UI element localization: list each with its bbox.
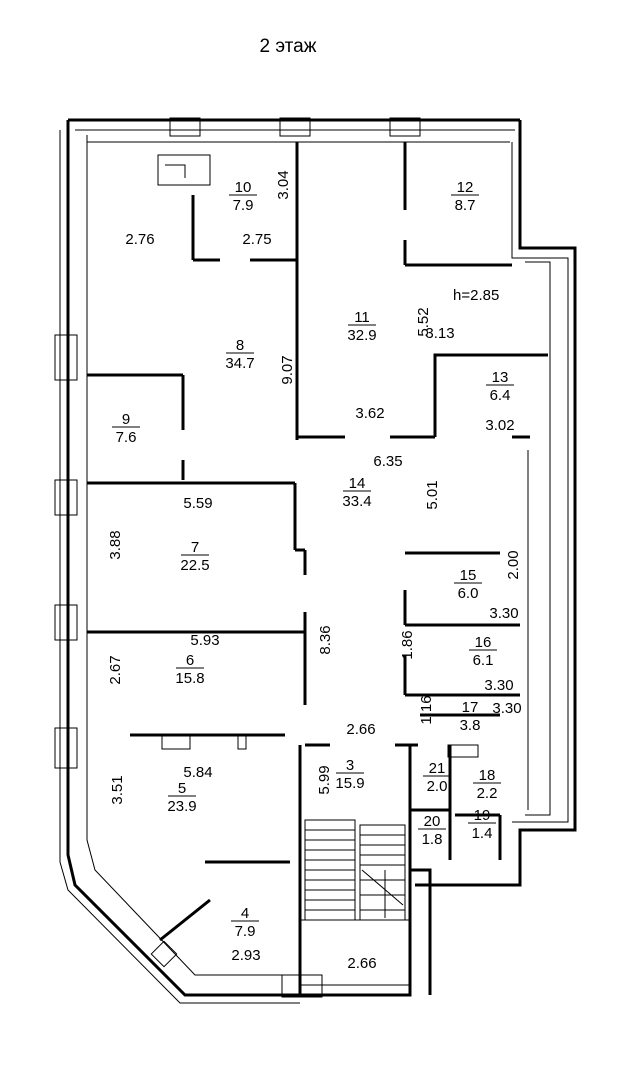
room-label: 173.8 [456, 699, 484, 734]
exterior-walls [59, 118, 577, 1004]
room-area: 6.1 [473, 652, 494, 669]
room-area: 3.8 [460, 717, 481, 734]
room-area: 2.2 [477, 785, 498, 802]
room-number: 4 [241, 905, 249, 922]
dimension-label: 5.84 [183, 764, 212, 781]
dimension-label: 2.66 [346, 721, 375, 738]
room-area: 1.4 [472, 825, 493, 842]
room-label: 128.7 [451, 179, 479, 214]
room-number: 14 [349, 475, 366, 492]
room-number: 15 [460, 567, 477, 584]
room-area: 23.9 [167, 798, 196, 815]
room-area: 2.0 [427, 778, 448, 795]
room-label: 156.0 [454, 567, 482, 602]
floor-title: 2 этаж [260, 36, 317, 57]
windows [54, 117, 421, 998]
ceiling-height-label: h=2.85 [453, 287, 499, 304]
dimension-label: 3.30 [489, 605, 518, 622]
room-area: 15.8 [175, 670, 204, 687]
room-label: 166.1 [469, 634, 497, 669]
dimension-label: 2.66 [347, 955, 376, 972]
room-area: 22.5 [180, 557, 209, 574]
dimension-labels: 2.76 2.75 3.04 5.523.13 9.07 3.62 3.02 6.35 5.01… [107, 170, 522, 972]
room-number: 6 [186, 652, 194, 669]
room-label: 191.4 [468, 807, 496, 842]
room-number: 21 [429, 760, 446, 777]
room-area: 6.4 [490, 387, 511, 404]
dimension-label: 5.99 [316, 765, 333, 794]
dimension-label: 8.36 [317, 625, 334, 654]
room-area: 1.8 [422, 831, 443, 848]
dimension-label: 5.59 [183, 495, 212, 512]
dimension-label: 3.30 [484, 677, 513, 694]
room-number: 3 [346, 757, 354, 774]
room-label: 212.0 [423, 760, 451, 795]
dimension-label: 2.76 [125, 231, 154, 248]
dimension-label: 2.00 [505, 550, 522, 579]
room-area: 32.9 [347, 327, 376, 344]
room-label: 97.6 [112, 411, 140, 446]
dimension-label: 6.35 [373, 453, 402, 470]
dimension-label: 1.86 [399, 630, 416, 659]
dimension-label: 5.01 [424, 480, 441, 509]
room-area: 7.9 [235, 923, 256, 940]
dimension-label: 2.93 [231, 947, 260, 964]
dimension-label: 3.88 [107, 530, 124, 559]
room-number: 7 [191, 539, 199, 556]
room-label: 47.9 [231, 905, 259, 940]
dimension-label: 1.16 [418, 695, 435, 724]
dimension-label: 3.04 [275, 170, 292, 199]
room-area: 33.4 [342, 493, 371, 510]
dimension-label: 3.30 [492, 700, 521, 717]
room-area: 8.7 [455, 197, 476, 214]
room-labels: 107.9128.71132.9834.7136.497.61433.4722.… [112, 179, 514, 940]
dimension-label: 5.93 [190, 632, 219, 649]
dimension-label: 3.62 [355, 405, 384, 422]
room-label: 834.7 [225, 337, 254, 372]
room-area: 7.6 [116, 429, 137, 446]
fixtures [157, 154, 479, 758]
room-number: 13 [492, 369, 509, 386]
room-label: 523.9 [167, 780, 196, 815]
room-number: 12 [457, 179, 474, 196]
room-number: 17 [462, 699, 479, 716]
room-number: 20 [424, 813, 441, 830]
dimension-label: 2.75 [242, 231, 271, 248]
dimension-label: 2.67 [107, 655, 124, 684]
room-number: 16 [475, 634, 492, 651]
dimension-label: 9.07 [279, 355, 296, 384]
room-label: 182.2 [473, 767, 501, 802]
room-label: 615.8 [175, 652, 204, 687]
room-number: 19 [474, 807, 491, 824]
room-area: 34.7 [225, 355, 254, 372]
staircase [304, 819, 406, 921]
room-label: 722.5 [180, 539, 209, 574]
room-label: 315.9 [335, 757, 364, 792]
room-area: 15.9 [335, 775, 364, 792]
dimension-label: 3.13 [425, 325, 454, 342]
room-label: 107.9 [229, 179, 257, 214]
room-area: 7.9 [233, 197, 254, 214]
dimension-label: 3.02 [485, 417, 514, 434]
room-number: 11 [354, 309, 370, 326]
dimension-label: 5.52 [415, 307, 432, 336]
room-number: 9 [122, 411, 130, 428]
dimension-label: 3.51 [109, 775, 126, 804]
room-number: 18 [479, 767, 496, 784]
room-number: 5 [178, 780, 186, 797]
room-area: 6.0 [458, 585, 479, 602]
room-label: 136.4 [486, 369, 514, 404]
interior-walls [87, 142, 548, 995]
room-number: 10 [235, 179, 252, 196]
room-number: 8 [236, 337, 244, 354]
room-label: 201.8 [418, 813, 446, 848]
